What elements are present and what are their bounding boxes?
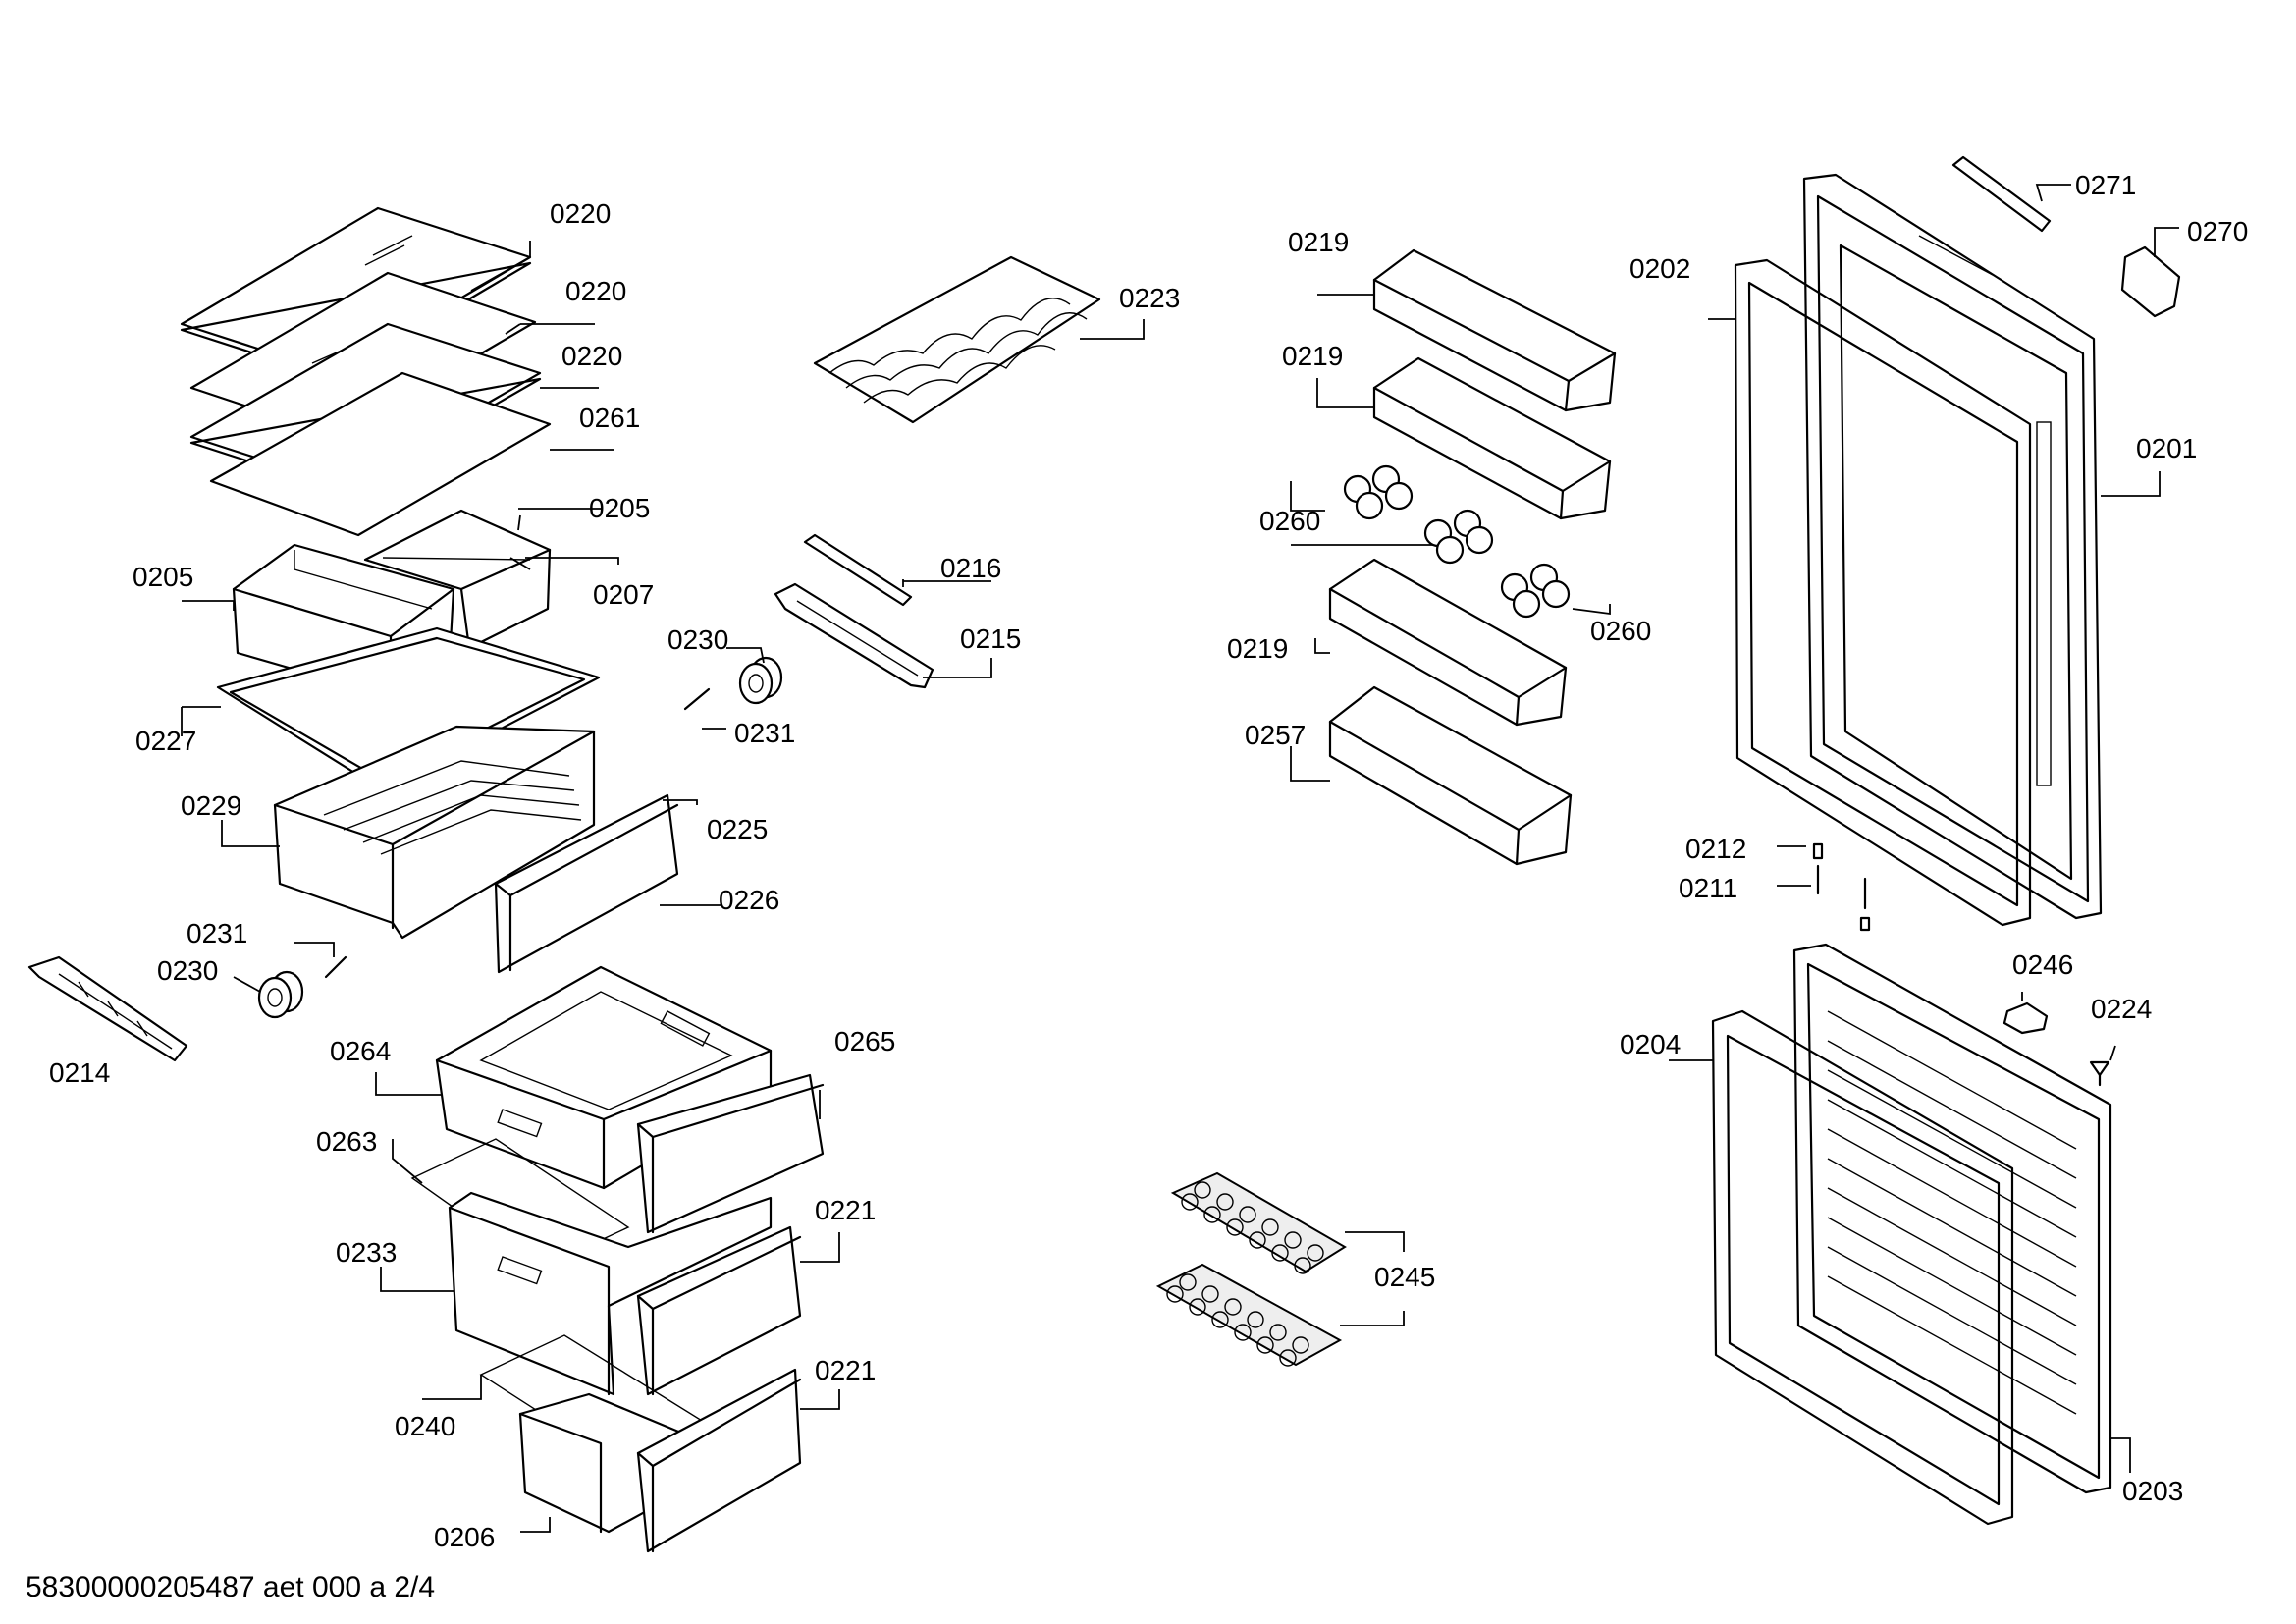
egg-holder-0260 <box>1423 509 1494 565</box>
part-label: 0233 <box>336 1237 397 1268</box>
leader-lines <box>181 184 2179 1533</box>
pin-0231 <box>324 955 347 979</box>
part-label: 0220 <box>565 276 626 306</box>
part-label: 0229 <box>181 790 241 821</box>
bracket-0215 <box>774 582 934 689</box>
part-label: 0219 <box>1288 227 1349 257</box>
shelf-panel-0261 <box>209 371 552 537</box>
roller-0230 <box>257 970 304 1019</box>
part-label: 0204 <box>1620 1029 1681 1059</box>
cover-0270 <box>2120 245 2181 318</box>
screw-0211 <box>1816 864 1871 932</box>
freezer-drawer-0233 <box>448 1191 773 1396</box>
rail-0214 <box>27 955 188 1062</box>
door-bin-0257 <box>1328 685 1573 866</box>
part-label: 0265 <box>834 1026 895 1056</box>
part-label: 0240 <box>395 1411 455 1441</box>
drawer-front-0221 <box>636 1225 802 1396</box>
part-label: 0263 <box>316 1126 377 1157</box>
part-label: 0205 <box>133 562 193 592</box>
part-label: 0246 <box>2012 949 2073 980</box>
part-label: 0227 <box>135 726 196 756</box>
part-label: 0257 <box>1245 720 1306 750</box>
part-label: 0230 <box>667 624 728 655</box>
part-label: 0245 <box>1374 1262 1435 1292</box>
door-bin-0219 <box>1372 356 1612 520</box>
part-label: 0223 <box>1119 283 1180 313</box>
bushing-0212 <box>1812 842 1824 860</box>
door-bin-0219 <box>1372 248 1617 412</box>
part-label: 0220 <box>561 341 622 371</box>
part-label: 0206 <box>434 1522 495 1552</box>
part-label: 0203 <box>2122 1476 2183 1506</box>
egg-holder-0260 <box>1500 563 1571 619</box>
part-label: 0214 <box>49 1057 110 1088</box>
label-0271 <box>1951 155 2052 233</box>
screw-0224 <box>2089 1060 2110 1087</box>
part-label: 0264 <box>330 1036 391 1066</box>
drawer-front-0265 <box>636 1073 825 1234</box>
part-label: 0205 <box>589 493 650 523</box>
egg-holder-0260 <box>1343 464 1414 520</box>
part-label: 0201 <box>2136 433 2197 463</box>
freezer-door-0203 <box>1792 943 2112 1494</box>
roller-0230 <box>738 656 783 705</box>
part-label: 0202 <box>1629 253 1690 284</box>
document-code: 58300000205487 aet 000 a 2/4 <box>26 1571 436 1603</box>
part-label: 0260 <box>1590 616 1651 646</box>
door-bin-0219 <box>1328 558 1568 727</box>
part-label: 0215 <box>960 623 1021 654</box>
part-label: 0221 <box>815 1195 876 1225</box>
ice-tray-0245 <box>1155 1263 1343 1367</box>
cap-0246 <box>2002 1001 2049 1035</box>
part-label: 0261 <box>579 403 640 433</box>
part-label: 0216 <box>940 553 1001 583</box>
part-label: 0260 <box>1259 506 1320 536</box>
bottle-rack-0223 <box>813 255 1101 424</box>
door-gasket-0202 <box>1734 258 2032 927</box>
drawer-front-0221 <box>636 1368 802 1553</box>
strip-0216 <box>803 533 913 607</box>
part-label: 0231 <box>734 718 795 748</box>
part-label: 0212 <box>1685 834 1746 864</box>
part-label: 0211 <box>1679 873 1737 903</box>
part-label: 0224 <box>2091 994 2152 1024</box>
part-label: 0271 <box>2075 170 2136 200</box>
storage-box-0207 <box>363 509 552 650</box>
ice-tray-0245 <box>1170 1171 1347 1274</box>
part-number-labels: 0220 0220 0220 0261 0205 0205 0207 0227 … <box>49 170 2248 1552</box>
drawer-front-0226 <box>494 793 679 974</box>
pin-0231 <box>683 687 711 711</box>
part-label: 0207 <box>593 579 654 610</box>
part-label: 0221 <box>815 1355 876 1385</box>
part-label: 0219 <box>1227 633 1288 664</box>
door-gasket-0204 <box>1711 1009 2014 1526</box>
part-label: 0226 <box>719 885 779 915</box>
part-label: 0219 <box>1282 341 1343 371</box>
part-label: 0225 <box>707 814 768 844</box>
part-label: 0231 <box>187 918 247 948</box>
glass-cover-0227 <box>216 626 601 792</box>
part-label: 0220 <box>550 198 611 229</box>
part-label: 0270 <box>2187 216 2248 246</box>
part-label: 0230 <box>157 955 218 986</box>
